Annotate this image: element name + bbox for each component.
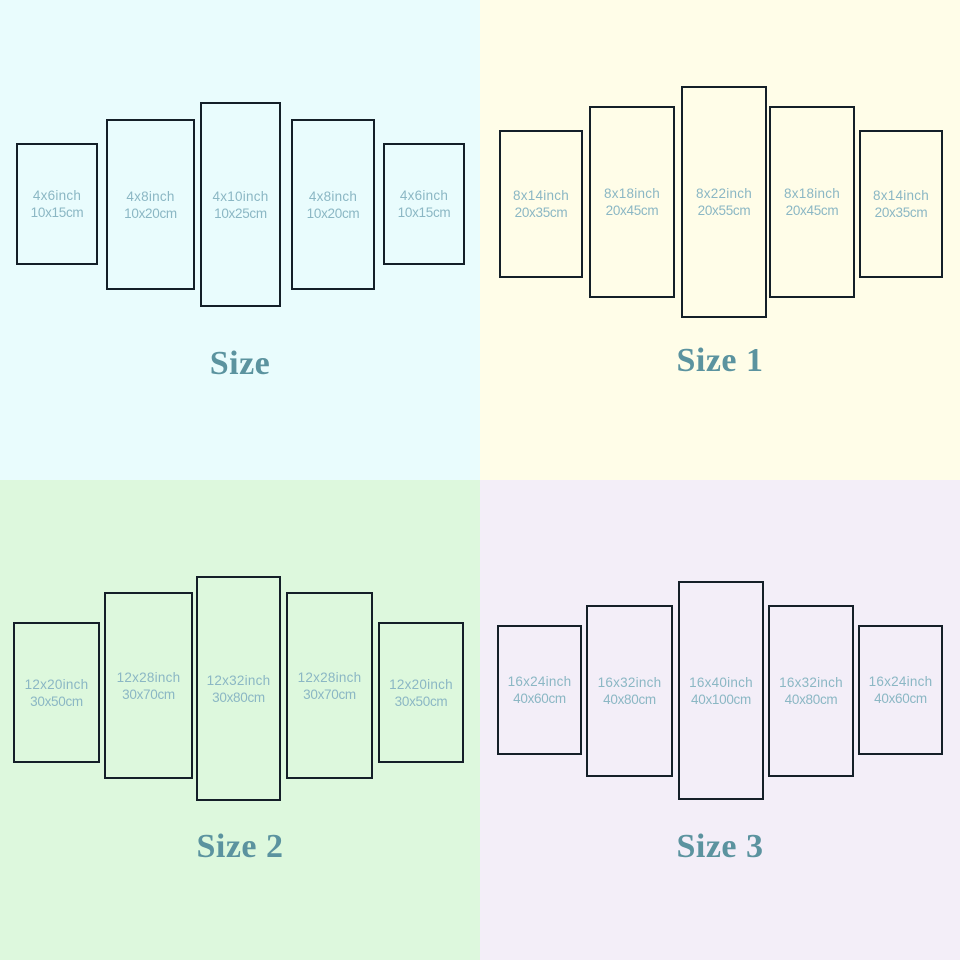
panel-label-inch: 4x6inch	[399, 188, 449, 203]
panel-label-inch: 16x32inch	[779, 675, 843, 690]
canvas-panel: 16x40inch 40x100cm	[678, 581, 764, 800]
panel-group-size-1: 8x14inch 20x35cm 8x18inch 20x45cm 8x22in…	[480, 0, 960, 480]
panel-label-cm: 30x50cm	[394, 693, 448, 709]
panel-label-inch: 8x22inch	[695, 186, 753, 201]
canvas-panel: 4x8inch 10x20cm	[291, 119, 375, 290]
panel-label-inch: 12x20inch	[389, 676, 453, 692]
panel-label-inch: 4x8inch	[308, 188, 358, 204]
panel-label-inch: 4x6inch	[32, 188, 82, 203]
canvas-panel: 12x28inch 30x70cm	[104, 592, 193, 779]
panel-label-inch: 8x18inch	[603, 186, 661, 201]
quadrant-title-size-3: Size 3	[676, 828, 764, 865]
panel-label-cm: 40x60cm	[874, 691, 927, 706]
canvas-panel: 4x8inch 10x20cm	[106, 119, 195, 290]
panel-label: 4x6inch 10x15cm	[398, 187, 451, 221]
panel-label-inch: 16x32inch	[597, 675, 662, 690]
panel-label-inch: 8x14inch	[512, 188, 570, 203]
panel-label: 12x32inch 30x80cm	[207, 672, 271, 706]
panel-label: 12x20inch 30x50cm	[25, 676, 89, 710]
panel-label-inch: 12x32inch	[206, 672, 271, 688]
canvas-panel: 8x18inch 20x45cm	[589, 106, 675, 298]
panel-label-inch: 12x28inch	[297, 669, 362, 685]
canvas-panel: 4x6inch 10x15cm	[383, 143, 465, 265]
panel-label: 12x20inch 30x50cm	[389, 676, 453, 710]
panel-label-cm: 40x80cm	[603, 692, 656, 707]
panel-label-inch: 16x40inch	[689, 674, 753, 690]
size-chart-quadrant-size-2: 12x20inch 30x50cm 12x28inch 30x70cm 12x3…	[0, 480, 480, 960]
canvas-panel: 12x20inch 30x50cm	[13, 622, 100, 763]
canvas-panel: 8x14inch 20x35cm	[499, 130, 583, 278]
canvas-panel: 12x32inch 30x80cm	[196, 576, 281, 801]
panel-label-cm: 20x45cm	[605, 203, 659, 218]
panel-label: 16x32inch 40x80cm	[598, 674, 662, 708]
panel-label: 4x10inch 10x25cm	[212, 188, 268, 222]
panel-label: 8x14inch 20x35cm	[873, 187, 929, 221]
panel-label-cm: 10x20cm	[306, 205, 360, 221]
quadrant-title-size-2: Size 2	[196, 828, 284, 865]
panel-label: 4x8inch 10x20cm	[124, 188, 177, 222]
panel-label-inch: 12x20inch	[24, 676, 89, 692]
panel-label-cm: 10x25cm	[214, 205, 267, 221]
panel-label-inch: 8x14inch	[872, 188, 930, 203]
panel-label-inch: 4x10inch	[212, 188, 269, 204]
canvas-panel: 12x20inch 30x50cm	[378, 622, 464, 763]
canvas-panel: 16x24inch 40x60cm	[858, 625, 943, 755]
quadrant-title-size-1: Size 1	[676, 342, 764, 379]
canvas-panel: 4x10inch 10x25cm	[200, 102, 281, 307]
canvas-panel: 8x18inch 20x45cm	[769, 106, 855, 298]
panel-label-cm: 30x50cm	[30, 693, 83, 709]
panel-label-cm: 10x20cm	[124, 205, 177, 221]
canvas-panel: 8x22inch 20x55cm	[681, 86, 767, 318]
panel-label-inch: 16x24inch	[507, 674, 572, 689]
panel-label: 12x28inch 30x70cm	[117, 669, 181, 703]
panel-label: 4x8inch 10x20cm	[307, 188, 360, 222]
panel-label-cm: 30x70cm	[122, 686, 175, 702]
panel-label-cm: 20x35cm	[514, 205, 568, 220]
canvas-panel: 16x24inch 40x60cm	[497, 625, 582, 755]
panel-label-inch: 16x24inch	[868, 674, 933, 689]
size-chart-quadrant-size-1: 8x14inch 20x35cm 8x18inch 20x45cm 8x22in…	[480, 0, 960, 480]
panel-label: 8x14inch 20x35cm	[513, 187, 569, 221]
panel-label: 16x32inch 40x80cm	[779, 674, 843, 708]
panel-label-inch: 8x18inch	[783, 186, 841, 201]
panel-group-size-3: 16x24inch 40x60cm 16x32inch 40x80cm 16x4…	[480, 480, 960, 960]
canvas-panel: 16x32inch 40x80cm	[768, 605, 854, 777]
panel-label-cm: 20x35cm	[874, 205, 928, 220]
quadrant-title-size: Size	[209, 345, 271, 382]
panel-label-cm: 40x100cm	[691, 691, 751, 707]
panel-label: 8x18inch 20x45cm	[784, 185, 840, 219]
panel-label: 16x24inch 40x60cm	[869, 673, 933, 707]
panel-label: 16x24inch 40x60cm	[508, 673, 572, 707]
panel-group-size-2: 12x20inch 30x50cm 12x28inch 30x70cm 12x3…	[0, 480, 480, 960]
panel-label-cm: 20x55cm	[697, 203, 751, 218]
panel-label: 12x28inch 30x70cm	[298, 669, 362, 703]
panel-group-size: 4x6inch 10x15cm 4x8inch 10x20cm 4x10inch…	[0, 0, 480, 480]
panel-label-cm: 10x15cm	[30, 205, 84, 220]
panel-label-cm: 40x80cm	[784, 692, 838, 707]
canvas-panel: 8x14inch 20x35cm	[859, 130, 943, 278]
size-chart-quadrant-size-3: 16x24inch 40x60cm 16x32inch 40x80cm 16x4…	[480, 480, 960, 960]
panel-label: 4x6inch 10x15cm	[31, 187, 84, 221]
canvas-panel: 12x28inch 30x70cm	[286, 592, 373, 779]
panel-label-cm: 30x80cm	[212, 689, 265, 705]
panel-label-inch: 12x28inch	[116, 669, 181, 685]
canvas-panel: 16x32inch 40x80cm	[586, 605, 673, 777]
panel-label: 16x40inch 40x100cm	[689, 674, 753, 708]
panel-label-inch: 4x8inch	[126, 188, 175, 204]
panel-label-cm: 10x15cm	[397, 205, 451, 220]
panel-label-cm: 20x45cm	[785, 203, 839, 218]
panel-label: 8x18inch 20x45cm	[604, 185, 660, 219]
size-chart-quadrant-size: 4x6inch 10x15cm 4x8inch 10x20cm 4x10inch…	[0, 0, 480, 480]
panel-label-cm: 30x70cm	[303, 686, 356, 702]
canvas-panel: 4x6inch 10x15cm	[16, 143, 98, 265]
panel-label: 8x22inch 20x55cm	[696, 185, 752, 219]
panel-label-cm: 40x60cm	[513, 691, 566, 706]
